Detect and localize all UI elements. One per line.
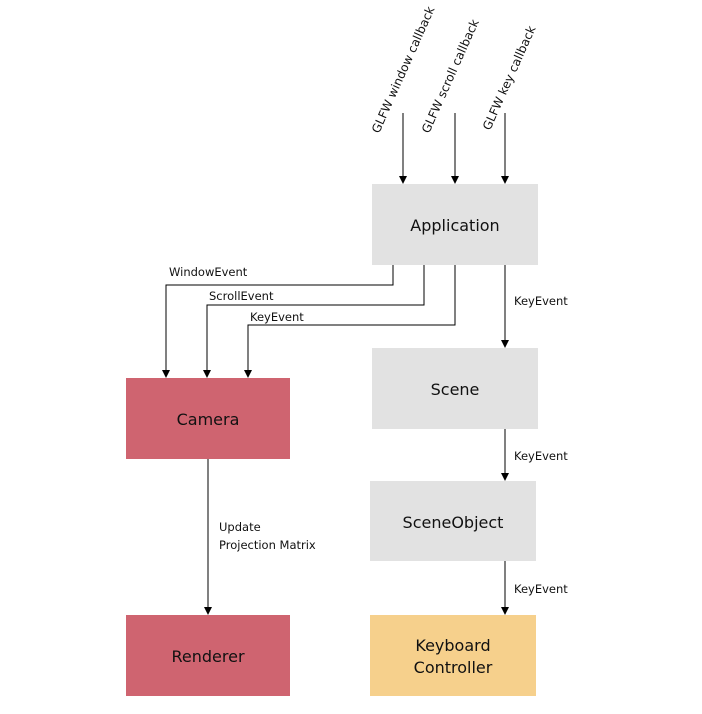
glfw-scroll-callback-label: GLFW scroll callback <box>419 17 482 135</box>
camera-to-renderer-label-line2: Projection Matrix <box>219 538 316 552</box>
scroll-event-label: ScrollEvent <box>209 289 274 303</box>
scroll-event-edge <box>203 265 425 378</box>
object-to-controller-label: KeyEvent <box>514 582 568 596</box>
window-event-edge <box>162 265 394 378</box>
scene-to-object-label: KeyEvent <box>514 449 568 463</box>
keyboard-controller-label-line2: Controller <box>414 658 493 677</box>
camera-to-renderer-label-line1: Update <box>219 520 261 534</box>
glfw-key-callback-label: GLFW key callback <box>480 24 539 133</box>
renderer-box <box>126 615 290 696</box>
scene-label: Scene <box>431 380 480 399</box>
camera-key-event-edge <box>244 265 456 378</box>
keyboard-controller-box <box>370 615 536 696</box>
scene-object-box <box>370 481 536 561</box>
application-label: Application <box>410 216 499 235</box>
camera-box <box>126 378 290 459</box>
keyboard-controller-label-line1: Keyboard <box>415 636 490 655</box>
renderer-label: Renderer <box>171 647 244 666</box>
scene-box <box>372 348 538 429</box>
application-box <box>372 184 538 265</box>
camera-key-event-label: KeyEvent <box>250 310 304 324</box>
window-event-label: WindowEvent <box>169 265 248 279</box>
camera-label: Camera <box>177 410 240 429</box>
app-to-scene-label: KeyEvent <box>514 294 568 308</box>
scene-object-label: SceneObject <box>403 513 504 532</box>
